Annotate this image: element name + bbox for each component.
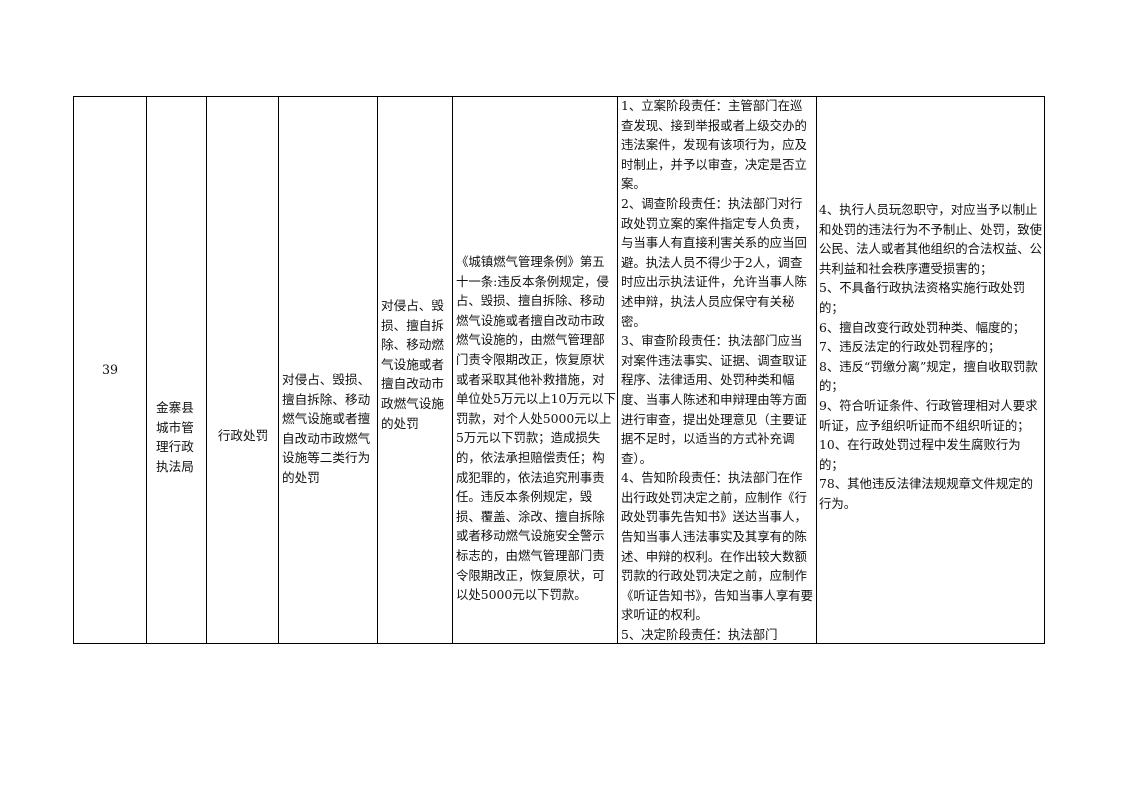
liability-item: 10、在行政处罚过程中发生腐败行为的； xyxy=(819,437,1021,472)
responsibility-item: 5、决定阶段责任：执法部门 xyxy=(621,627,778,643)
responsibility-item: 4、告知阶段责任：执法部门在作出行政处罚决定之前，应制作《行政处罚事先告知书》送… xyxy=(621,470,814,623)
liabilities-cell: 4、执行人员玩忽职守，对应当予以制止和处罚的违法行为不予制止、处罚，致使公民、法… xyxy=(818,200,1043,514)
column-divider xyxy=(206,96,207,644)
column-divider xyxy=(816,96,817,644)
liability-item: 5、不具备行政执法资格实施行政处罚的； xyxy=(819,280,1026,315)
row-number: 39 xyxy=(101,362,119,377)
responsibility-item: 1、立案阶段责任：主管部门在巡查发现、接到举报或者上级交办的违法案件，发现有该项… xyxy=(621,98,807,192)
power-type-cell: 行政处罚 xyxy=(217,428,269,443)
liability-item: 9、符合听证条件、行政管理相对人要求听证，应予组织听证而不组织听证的； xyxy=(819,397,1038,433)
column-divider xyxy=(617,96,618,644)
liability-item: 78、其他违反法律法规规章文件规定的行为。 xyxy=(819,476,1034,511)
table-frame xyxy=(73,96,1045,644)
liability-item: 8、违反“罚缴分离”规定，擅自收取罚款的； xyxy=(819,358,1038,394)
liability-item: 4、执行人员玩忽职守，对应当予以制止和处罚的违法行为不予制止、处罚，致使公民、法… xyxy=(819,202,1043,276)
item-name-cell: 对侵占、毁损、擅自拆除、移动燃气设施或者擅自改动市政燃气设施等二类行为的处罚 xyxy=(282,372,371,485)
column-divider xyxy=(278,96,279,644)
column-divider xyxy=(377,96,378,644)
responsibility-item: 3、审查阶段责任：执法部门应当对案件违法事实、证据、调查取证程序、法律适用、处罚… xyxy=(621,333,807,466)
department-cell: 金寨县城市管理行政执法局 xyxy=(156,400,194,474)
liability-item: 6、擅自改变行政处罚种类、幅度的； xyxy=(819,319,1026,335)
sub-item-cell: 对侵占、毁损、擅自拆除、移动燃气设施或者擅自改动市政燃气设施的处罚 xyxy=(381,298,444,431)
legal-basis-cell: 《城镇燃气管理条例》第五十一条:违反本条例规定，侵占、毁损、擅自拆除、移动燃气设… xyxy=(456,254,616,603)
liability-item: 7、违反法定的行政处罚程序的； xyxy=(819,339,1001,355)
responsibilities-cell: 1、立案阶段责任：主管部门在巡查发现、接到举报或者上级交办的违法案件，发现有该项… xyxy=(620,96,814,644)
responsibility-item: 2、调查阶段责任：执法部门对行政处罚立案的案件指定专人负责，与当事人有直接利害关… xyxy=(621,195,807,329)
column-divider xyxy=(452,96,453,644)
column-divider xyxy=(146,96,147,644)
